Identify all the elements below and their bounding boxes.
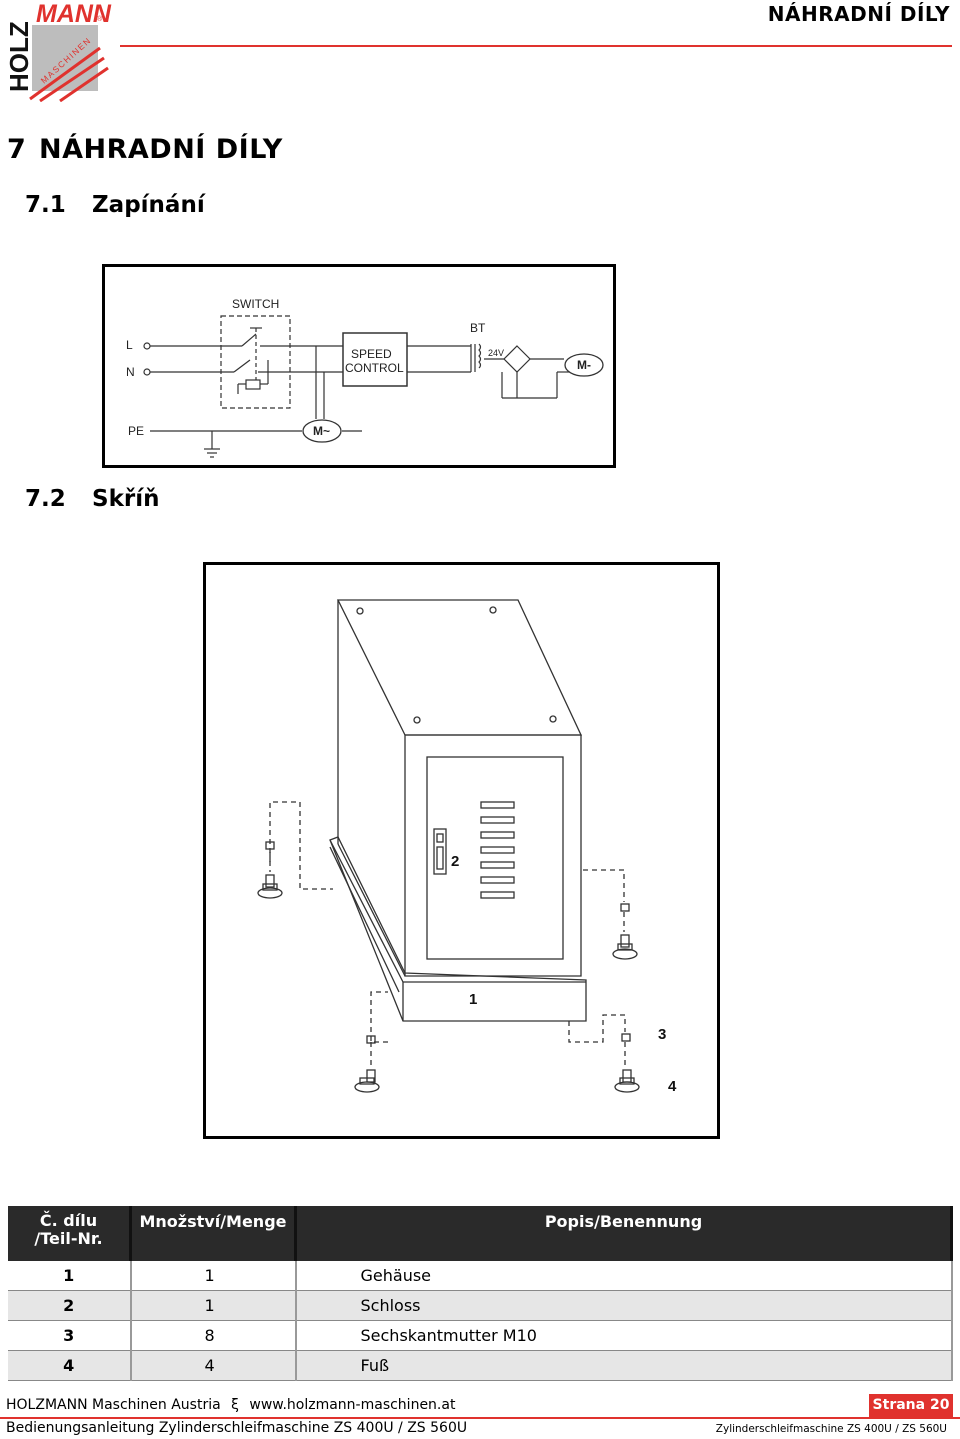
footer-separator: ξ xyxy=(231,1397,239,1413)
cell-description: Sechskantmutter M10 xyxy=(295,1320,953,1351)
svg-text:MANN: MANN xyxy=(36,0,112,28)
footer-company-line: HOLZMANN Maschinen Austria ξ www.holzman… xyxy=(6,1397,455,1413)
holzmann-logo: MANN ® HOLZ MASCHINEN xyxy=(4,0,112,102)
footer-company: HOLZMANN Maschinen Austria xyxy=(6,1397,221,1413)
subsection-number: 7.1 xyxy=(25,192,66,218)
cell-part-no: 3 xyxy=(8,1320,132,1351)
cell-part-no: 4 xyxy=(8,1350,132,1381)
cell-part-no: 2 xyxy=(8,1290,132,1321)
part-label-4: 4 xyxy=(668,1078,677,1095)
cell-quantity: 1 xyxy=(130,1290,297,1321)
header-part-no-line1: Č. dílu xyxy=(39,1211,98,1230)
footer-manual-title: Bedienungsanleitung Zylinderschleifmasch… xyxy=(6,1420,468,1436)
cell-description: Gehäuse xyxy=(295,1261,953,1291)
svg-text:HOLZ: HOLZ xyxy=(4,21,34,92)
column-header-description: Popis/Benennung xyxy=(295,1206,953,1261)
cell-quantity: 4 xyxy=(130,1350,297,1381)
table-row: 3 8 Sechskantmutter M10 xyxy=(8,1320,953,1351)
dc-motor-label: M- xyxy=(577,358,591,372)
speed-label: SPEED xyxy=(351,347,392,361)
header-divider xyxy=(120,45,952,47)
bt-label: BT xyxy=(470,321,486,335)
column-header-part-no: Č. dílu/Teil-Nr. xyxy=(8,1206,132,1261)
table-row: 1 1 Gehäuse xyxy=(8,1261,953,1291)
subsection-title: Skříň xyxy=(92,486,160,512)
cabinet-drawing: 2 1 3 4 xyxy=(203,562,720,1139)
voltage-label: 24V xyxy=(488,348,504,358)
subsection-number: 7.2 xyxy=(25,486,66,512)
cell-description: Schloss xyxy=(295,1290,953,1321)
section-title: NÁHRADNÍ DÍLY xyxy=(39,134,283,165)
l-terminal-label: L xyxy=(126,338,133,352)
subsection-heading-wiring: 7.1 Zapínání xyxy=(25,192,205,218)
n-terminal-label: N xyxy=(126,365,135,379)
table-row: 2 1 Schloss xyxy=(8,1290,953,1321)
table-header-row: Č. dílu/Teil-Nr. Množství/Menge Popis/Be… xyxy=(8,1206,953,1261)
control-label: CONTROL xyxy=(345,361,404,375)
cell-quantity: 8 xyxy=(130,1320,297,1351)
ac-motor-symbol xyxy=(302,419,342,443)
footer-model: Zylinderschleifmaschine ZS 400U / ZS 560… xyxy=(715,1423,947,1435)
page-number-badge: Strana 20 xyxy=(869,1394,953,1417)
header-title: NÁHRADNÍ DÍLY xyxy=(767,2,950,26)
table-row: 4 4 Fuß xyxy=(8,1350,953,1381)
subsection-title: Zapínání xyxy=(92,192,205,218)
part-label-2: 2 xyxy=(451,853,459,870)
parts-table: Č. dílu/Teil-Nr. Množství/Menge Popis/Be… xyxy=(8,1206,953,1381)
section-number: 7 xyxy=(7,134,27,165)
section-heading: 7 NÁHRADNÍ DÍLY xyxy=(7,134,283,165)
switch-label: SWITCH xyxy=(232,297,279,311)
footer-divider xyxy=(0,1417,960,1419)
footer-url[interactable]: www.holzmann-maschinen.at xyxy=(249,1397,456,1413)
cell-part-no: 1 xyxy=(8,1261,132,1291)
header-part-no-line2: /Teil-Nr. xyxy=(34,1229,103,1248)
wiring-diagram: SWITCH L N PE SPEED CONTROL BT 24V M~ M- xyxy=(102,264,616,468)
cell-quantity: 1 xyxy=(130,1261,297,1291)
svg-text:®: ® xyxy=(97,15,103,23)
part-label-1: 1 xyxy=(469,991,477,1008)
ac-motor-label: M~ xyxy=(313,424,330,438)
pe-terminal-label: PE xyxy=(128,424,144,438)
subsection-heading-cabinet: 7.2 Skříň xyxy=(25,486,159,512)
column-header-quantity: Množství/Menge xyxy=(130,1206,297,1261)
part-label-3: 3 xyxy=(658,1026,666,1043)
dc-motor-symbol xyxy=(564,353,604,377)
cell-description: Fuß xyxy=(295,1350,953,1381)
